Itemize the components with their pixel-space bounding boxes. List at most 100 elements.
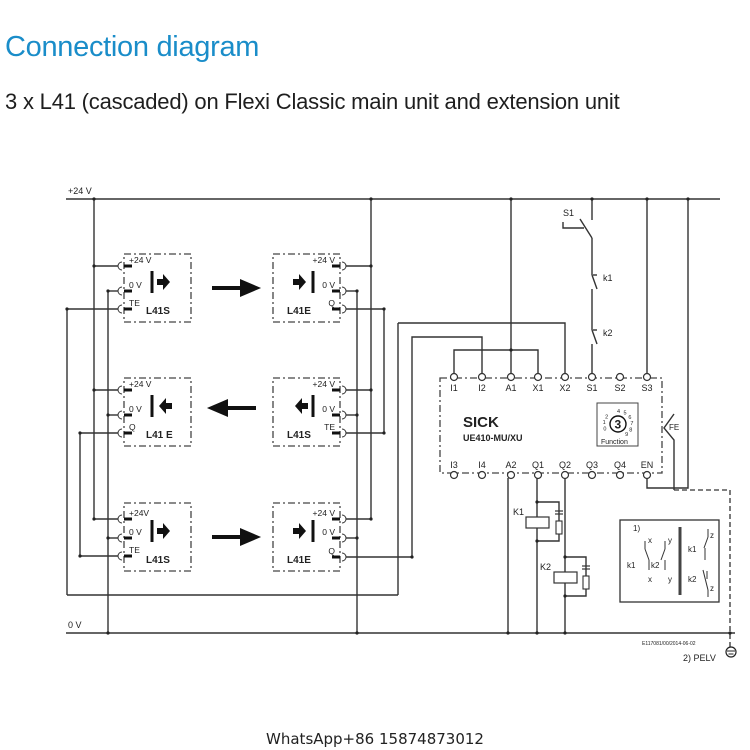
terminal-i2 <box>477 372 487 382</box>
beam-bar-icon <box>311 271 315 293</box>
wire-x2 <box>398 322 566 373</box>
fe-dashed-wire <box>674 489 731 650</box>
sensor-s1: +24 V 0 V TE L41S <box>67 253 192 323</box>
pin-label: +24 V <box>129 255 152 265</box>
pin-socket-icon <box>117 514 123 524</box>
pin-socket-icon <box>117 261 123 271</box>
terminal-label: EN <box>641 460 654 470</box>
rail-0v-label: 0 V <box>68 620 82 630</box>
pin-label: 0 V <box>322 280 335 290</box>
junction-dot <box>410 555 414 559</box>
terminal-i1 <box>449 372 459 382</box>
dial-digit: 5 <box>623 411 626 417</box>
terminal-q2 <box>560 470 570 480</box>
legend-z-bottom: z <box>710 584 714 593</box>
beam-arrow-icon <box>159 398 172 414</box>
legend-k2-right: k2 <box>688 575 697 584</box>
junction-dot <box>382 307 386 311</box>
legend-k2: k2 <box>651 561 660 570</box>
legend-k1: k1 <box>627 561 636 570</box>
terminal-s1 <box>587 372 597 382</box>
terminal-label: A2 <box>505 460 516 470</box>
junction-dot <box>92 197 96 201</box>
junction-dot <box>728 631 732 635</box>
terminal-label: Q3 <box>586 460 598 470</box>
pin-label: 0 V <box>129 280 142 290</box>
pin-label: Q <box>328 546 335 556</box>
function-label: Function <box>601 439 628 446</box>
beam-bar-icon <box>150 395 154 417</box>
terminal-label: Q1 <box>532 460 544 470</box>
terminal-label: I1 <box>450 383 458 393</box>
pin-socket-icon <box>117 551 123 561</box>
terminal-label: I3 <box>450 460 458 470</box>
junction-dot <box>563 631 567 635</box>
legend-x-top: x <box>648 536 652 545</box>
dial-digit: 6 <box>628 415 631 421</box>
pin-socket-icon <box>341 552 347 562</box>
pin-socket-icon <box>341 286 347 296</box>
sensor-box <box>123 377 192 447</box>
wire-i1-x1 <box>453 349 539 373</box>
pin-socket-icon <box>117 385 123 395</box>
reset-actuator <box>562 222 584 229</box>
sensor-name: L41 E <box>146 430 173 441</box>
junction-dot <box>535 631 539 635</box>
terminal-x1 <box>533 372 543 382</box>
legend-x-bottom: x <box>648 575 652 584</box>
pin-socket-icon <box>341 533 347 543</box>
pin-label: +24V <box>129 508 149 518</box>
junction-dot <box>369 264 373 268</box>
terminal-label: X2 <box>559 383 570 393</box>
fe-label: FE <box>669 423 679 432</box>
controller-box <box>439 377 663 474</box>
pin-socket-icon <box>341 514 347 524</box>
junction-dot <box>106 289 110 293</box>
terminal-label: I4 <box>478 460 486 470</box>
terminal-label: I2 <box>478 383 486 393</box>
pin-label: TE <box>324 422 335 432</box>
pin-label: TE <box>129 298 140 308</box>
junction-dot <box>506 631 510 635</box>
terminal-label: S1 <box>586 383 597 393</box>
legend-note: 1) <box>633 524 640 533</box>
beam-bar-icon <box>150 520 154 542</box>
terminal-label: S2 <box>614 383 625 393</box>
terminal-q4 <box>615 470 625 480</box>
dial-digit: 9 <box>625 432 628 438</box>
junction-dot <box>563 594 567 598</box>
beam-arrow-icon <box>157 274 170 290</box>
legend-y-top: y <box>668 536 672 545</box>
document-code: E117081/00/2014-06-02 <box>642 641 696 647</box>
fe-connection <box>663 413 675 490</box>
pin-socket-icon <box>341 385 347 395</box>
sensor-name: L41S <box>146 306 170 317</box>
dial-digit: 8 <box>629 427 632 433</box>
dial-digit: 2 <box>605 414 608 420</box>
beam-bar-icon <box>311 395 315 417</box>
pin-socket-icon <box>117 304 123 314</box>
junction-dot <box>509 197 513 201</box>
terminal-i4 <box>477 470 487 480</box>
terminal-i3 <box>449 470 459 480</box>
junction-dot <box>509 348 513 352</box>
pin-label: +24 V <box>313 508 336 518</box>
junction-dot <box>369 517 373 521</box>
dial-digit: 7 <box>630 421 633 427</box>
pin-socket-icon <box>117 428 123 438</box>
dial-digit: 4 <box>617 409 620 415</box>
junction-dot <box>382 431 386 435</box>
controller-brand: SICK <box>463 414 499 431</box>
footer-contact: WhatsApp+86 15874873012 <box>266 730 484 748</box>
junction-dot <box>78 554 82 558</box>
beam-arrow-icon <box>293 523 306 539</box>
sensor-name: L41S <box>146 555 170 566</box>
beam-arrow-icon <box>293 274 306 290</box>
relay-k1 <box>525 516 550 529</box>
pin-socket-icon <box>341 304 347 314</box>
